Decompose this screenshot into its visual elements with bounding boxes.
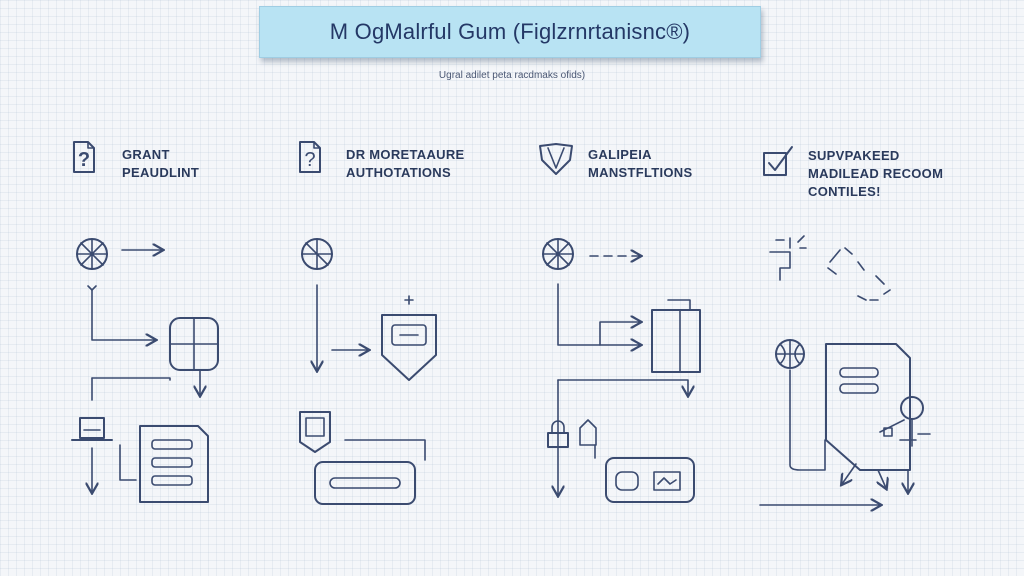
column-2-title-line-2: AUTHOTATIONS <box>346 165 451 180</box>
puzzle-piece-icon <box>769 235 807 281</box>
user-figure-icon <box>879 396 931 447</box>
column-1-title-line-1: GRANT <box>122 147 170 162</box>
question-document-icon: ? <box>299 141 321 173</box>
checkbox-icon <box>763 146 793 176</box>
grid-card-icon <box>169 317 219 371</box>
title-banner: M OgMalrful Gum (Figlzrnrtanisnc®) <box>259 6 761 58</box>
column-4-title-line-3: CONTILES! <box>808 184 881 199</box>
payment-card-icon <box>605 457 695 503</box>
column-1-title-line-2: PEAUDLINT <box>122 165 200 180</box>
clipboard-icon <box>299 411 331 453</box>
compass-icon <box>301 238 333 270</box>
column-4-title-line-1: SUPVPAKEED <box>808 148 900 163</box>
svg-text:?: ? <box>78 149 90 171</box>
svg-text:?: ? <box>304 149 315 171</box>
column-header-1: ? GRANT PEAUDLINT <box>72 140 199 182</box>
shield-monitor-icon <box>381 295 437 381</box>
lock-icon <box>547 420 569 448</box>
column-3-flow <box>542 238 701 503</box>
globe-icon <box>76 238 108 270</box>
document-list-icon <box>139 425 209 503</box>
folder-stack-icon <box>651 299 701 373</box>
page-subtitle: Ugral adilet peta racdmaks ofids) <box>438 70 586 81</box>
column-4-title-line-2: MADILEAD RECOOM <box>808 166 944 181</box>
column-header-4: SUPVPAKEED MADILEAD RECOOM CONTILES! <box>762 145 943 201</box>
shield-icon <box>539 143 573 175</box>
globe-icon <box>775 339 805 369</box>
laptop-icon <box>71 417 113 441</box>
column-2-flow <box>299 238 437 505</box>
column-4-flow <box>759 235 931 505</box>
column-header-3: GALIPEIA MANSTFLTIONS <box>538 142 692 182</box>
wheel-icon <box>542 238 574 270</box>
column-1-flow <box>71 238 219 503</box>
question-document-icon: ? <box>73 141 95 173</box>
column-3-title-line-1: GALIPEIA <box>588 147 652 162</box>
report-document-icon <box>825 343 911 471</box>
column-2-title-line-1: DR MORETAAURE <box>346 147 465 162</box>
page-title: M OgMalrful Gum (Figlzrnrtanisnc®) <box>329 19 691 44</box>
column-header-2: ? DR MORETAAURE AUTHOTATIONS <box>298 140 465 182</box>
button-slot-icon <box>314 461 416 505</box>
hand-icon <box>579 419 597 446</box>
column-3-title-line-2: MANSTFLTIONS <box>588 165 693 180</box>
scatter-arrows-icon <box>827 247 891 301</box>
